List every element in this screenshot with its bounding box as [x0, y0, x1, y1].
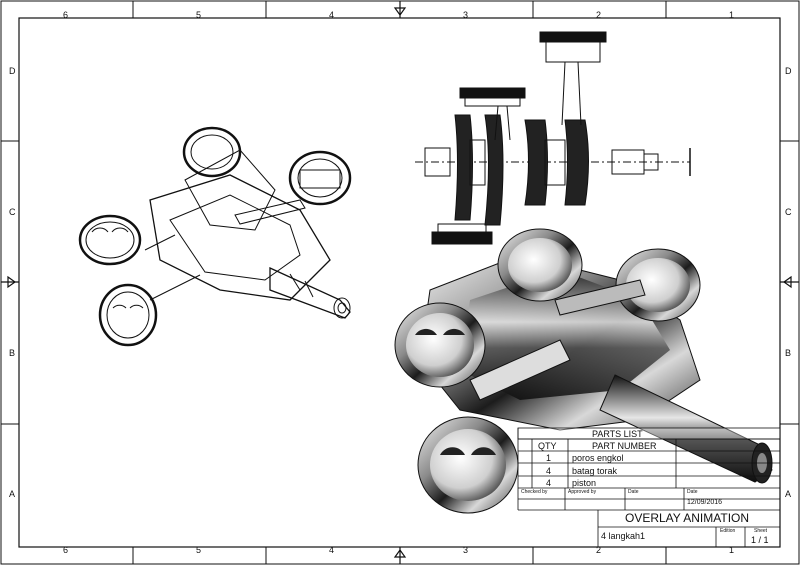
parts-list-row-qty: 1 [546, 453, 552, 463]
sheet-label: Sheet [754, 528, 768, 534]
parts-list-row-qty: 4 [546, 466, 552, 476]
row-label-right-B: B [785, 348, 792, 358]
approved-by-label: Approved by [568, 489, 597, 495]
row-label-left-D: D [9, 66, 16, 76]
column-label-top-3: 3 [463, 10, 469, 20]
chrome-piston-4 [615, 248, 701, 322]
date-value: 12/09/2016 [687, 499, 723, 506]
column-label-bottom-4: 4 [329, 545, 335, 555]
column-label-bottom-5: 5 [196, 545, 202, 555]
row-label-right-D: D [785, 66, 792, 76]
row-label-right-C: C [785, 207, 792, 217]
piston-bottom-left [98, 283, 158, 347]
column-label-top-5: 5 [196, 10, 202, 20]
column-label-bottom-1: 1 [729, 545, 735, 555]
piston-top-right [288, 150, 352, 206]
chrome-piston-2 [417, 416, 519, 514]
row-label-right-A: A [785, 489, 792, 499]
column-label-top-6: 6 [63, 10, 69, 20]
parts-list-header-part-number: PART NUMBER [592, 441, 657, 451]
column-label-bottom-2: 2 [596, 545, 602, 555]
row-label-left-B: B [9, 348, 16, 358]
parts-list-row-part: piston [572, 478, 597, 488]
date-label: Date [628, 489, 639, 495]
title-block-lines [517, 427, 781, 547]
column-label-bottom-3: 3 [463, 545, 469, 555]
parts-list-row-part: poros engkol [572, 453, 624, 463]
rendered-view [394, 228, 773, 514]
column-label-top-1: 1 [729, 10, 735, 20]
front-section-view [415, 31, 691, 245]
piston-top-mid [182, 126, 242, 178]
piston-top-left [78, 214, 142, 266]
drawing-title: OVERLAY ANIMATION [625, 511, 750, 525]
parts-list-row-qty: 4 [546, 478, 552, 488]
parts-list-row-part: batag torak [572, 466, 618, 476]
isometric-line-view [78, 126, 352, 347]
row-label-left-C: C [9, 207, 16, 217]
drawing-subtitle: 4 langkah1 [601, 531, 646, 541]
sheet-value: 1 / 1 [751, 535, 769, 545]
row-label-left-A: A [9, 489, 16, 499]
edition-label: Edition [720, 528, 736, 534]
parts-list-title: PARTS LIST [592, 429, 643, 439]
column-label-top-4: 4 [329, 10, 335, 20]
checked-by-label: Checked by [521, 489, 548, 495]
column-label-top-2: 2 [596, 10, 602, 20]
parts-list-header-qty: QTY [538, 441, 557, 451]
date-label: Date [687, 489, 698, 495]
chrome-piston-3 [497, 228, 583, 302]
chrome-piston-1 [394, 302, 486, 388]
column-label-bottom-6: 6 [63, 545, 69, 555]
